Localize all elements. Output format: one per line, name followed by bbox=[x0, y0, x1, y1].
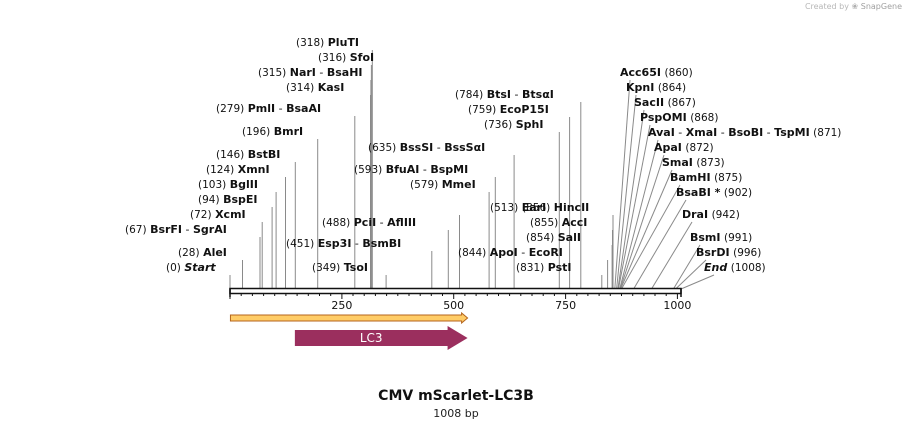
site-line-pspomi bbox=[617, 124, 651, 290]
site-label-pspomi[interactable]: PspOMI (868) bbox=[640, 111, 718, 124]
site-label-bsssi[interactable]: (635) BssSI - BssSαI bbox=[368, 141, 485, 154]
site-label-xmni[interactable]: (124) XmnI bbox=[206, 163, 270, 176]
site-label-pmli[interactable]: (279) PmlI - BsaAI bbox=[216, 102, 321, 115]
site-label-sfoi[interactable]: (316) SfoI bbox=[318, 51, 374, 64]
site-label-bspei[interactable]: (94) BspEI bbox=[198, 193, 257, 206]
site-label-kpni[interactable]: KpnI (864) bbox=[626, 81, 686, 94]
site-line-bsrdi bbox=[675, 259, 707, 290]
credit-brand: SnapGene bbox=[860, 2, 902, 11]
site-label-bamhi[interactable]: BamHI (875) bbox=[670, 171, 742, 184]
site-label-xcmi[interactable]: (72) XcmI bbox=[190, 208, 246, 221]
site-label-smai[interactable]: SmaI (873) bbox=[662, 156, 725, 169]
site-label-start[interactable]: (0) Start bbox=[166, 261, 216, 274]
site-line-kpni bbox=[616, 94, 637, 290]
site-connectors bbox=[229, 50, 715, 290]
site-label-eari[interactable]: (513) EarI bbox=[490, 201, 546, 214]
site-label-drai[interactable]: DraI (942) bbox=[682, 208, 740, 221]
site-label-pcii[interactable]: (488) PciI - AflIII bbox=[322, 216, 416, 229]
site-label-apoi[interactable]: (844) ApoI - EcoRI bbox=[458, 246, 563, 259]
site-line-avai bbox=[619, 139, 659, 290]
site-label-sacii[interactable]: SacII (867) bbox=[634, 96, 696, 109]
site-label-esp3i[interactable]: (451) Esp3I - BsmBI bbox=[286, 237, 401, 250]
site-line-drai bbox=[651, 221, 693, 290]
feature-label: LC3 bbox=[360, 331, 383, 345]
site-label-alei[interactable]: (28) AleI bbox=[178, 246, 227, 259]
site-label-avai[interactable]: AvaI - XmaI - BsoBI - TspMI (871) bbox=[648, 126, 841, 139]
feature-arrow-lc3[interactable] bbox=[294, 326, 468, 350]
site-label-ecop15i[interactable]: (759) EcoP15I bbox=[468, 103, 549, 116]
site-label-acc65i[interactable]: Acc65I (860) bbox=[620, 66, 693, 79]
site-label-bglii[interactable]: (103) BglII bbox=[198, 178, 258, 191]
site-line-bsmi bbox=[672, 244, 701, 290]
site-label-nari[interactable]: (315) NarI - BsaHI bbox=[258, 66, 363, 79]
map-title: CMV mScarlet-LC3B bbox=[378, 388, 534, 404]
ruler-label: 1000 bbox=[663, 299, 691, 312]
site-line-sacii bbox=[617, 109, 645, 290]
site-label-bsrfi[interactable]: (67) BsrFI - SgrAI bbox=[125, 223, 227, 236]
site-label-acci[interactable]: (855) AccI bbox=[530, 216, 587, 229]
site-line-end bbox=[680, 274, 715, 290]
site-label-bstbi[interactable]: (146) BstBI bbox=[216, 148, 280, 161]
site-label-sphi[interactable]: (736) SphI bbox=[484, 118, 543, 131]
ruler-label: 750 bbox=[555, 299, 576, 312]
site-line-acc65i bbox=[614, 79, 631, 290]
ruler-label: 500 bbox=[443, 299, 464, 312]
site-label-sali[interactable]: (854) SalI bbox=[526, 231, 581, 244]
map-length: 1008 bp bbox=[433, 407, 479, 420]
site-label-bmri[interactable]: (196) BmrI bbox=[242, 125, 303, 138]
site-label-bfuai[interactable]: (593) BfuAI - BspMI bbox=[354, 163, 468, 176]
site-label-apai[interactable]: ApaI (872) bbox=[654, 141, 714, 154]
site-line-apai bbox=[619, 154, 665, 290]
site-label-mmei[interactable]: (579) MmeI bbox=[410, 178, 476, 191]
site-label-bsrdi[interactable]: BsrDI (996) bbox=[696, 246, 761, 259]
site-label-psti[interactable]: (831) PstI bbox=[516, 261, 572, 274]
backbone bbox=[229, 287, 682, 297]
orf-arrow[interactable] bbox=[229, 311, 469, 325]
site-label-kasi[interactable]: (314) KasI bbox=[286, 81, 344, 94]
site-line-bamhi bbox=[621, 184, 681, 290]
ruler: 250 500 750 1000 bbox=[229, 293, 691, 312]
site-label-bsmi[interactable]: BsmI (991) bbox=[690, 231, 752, 244]
snapgene-credit: Created by ❀ SnapGene bbox=[805, 2, 902, 11]
site-line-smai bbox=[620, 169, 673, 290]
credit-prefix: Created by bbox=[804, 2, 849, 11]
snapgene-logo-icon: ❀ bbox=[851, 2, 859, 11]
site-label-bsabi[interactable]: BsaBI * (902) bbox=[676, 186, 752, 199]
site-label-btsi[interactable]: (784) BtsI - BtsαI bbox=[455, 88, 554, 101]
site-labels: (318) PluTI (316) SfoI (315) NarI - BsaHI (… bbox=[125, 36, 841, 274]
site-label-pluti[interactable]: (318) PluTI bbox=[296, 36, 359, 49]
backbone-bar bbox=[229, 287, 682, 295]
site-label-end[interactable]: End (1008) bbox=[704, 261, 766, 274]
ruler-label: 250 bbox=[331, 299, 352, 312]
site-line-bsabi bbox=[633, 199, 687, 290]
site-label-tsoi[interactable]: (349) TsoI bbox=[312, 261, 368, 274]
site-label-hincii[interactable]: (856) HincII bbox=[522, 201, 589, 214]
